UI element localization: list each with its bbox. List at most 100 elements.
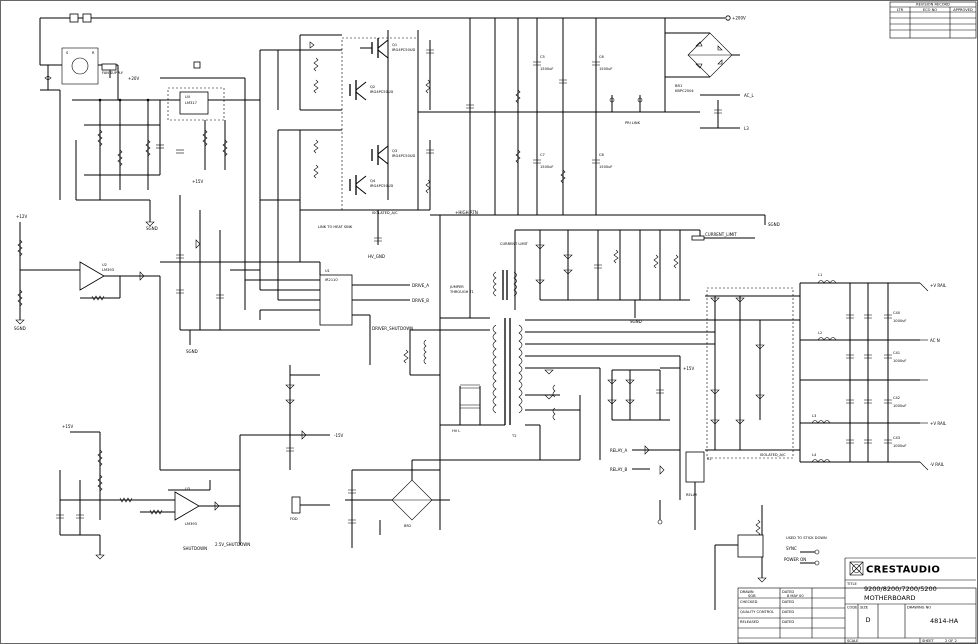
- revision-col-approved: APPROVED: [953, 8, 973, 12]
- c43-value: 1000uF: [893, 444, 907, 448]
- drawing-no-label: DRAWING NO: [907, 606, 931, 610]
- t2-ref: T2: [511, 434, 516, 438]
- size-label: SIZE: [860, 606, 869, 610]
- br1-part: KBPC2504: [675, 89, 694, 93]
- k1-relay: [685, 451, 705, 483]
- net-sgnd-4: SGND: [186, 349, 198, 354]
- net-link-to-hs: LINK TO HEAT SINK: [318, 225, 353, 229]
- k1-ref: K1: [707, 457, 712, 461]
- u1-driver-ic: U1 IR2110 DRIVE_A DRIVE_B DRIVER_SHUTDOW…: [176, 179, 429, 365]
- br1-ref: BR1: [675, 84, 682, 88]
- ac-input-section: S R FAN SUPPLY: [40, 47, 124, 120]
- q4-transistor: Q4 IRG4PC50UD: [349, 175, 394, 195]
- c40-ref: C40: [893, 311, 901, 315]
- br2-bridge-rectifier: BR2: [345, 459, 580, 538]
- net-sgnd-3: SGND: [14, 326, 26, 331]
- net-sgnd-2: SGND: [768, 222, 780, 227]
- drawing-no-value: 4814-HA: [930, 617, 959, 625]
- u4-part: LM317: [185, 101, 197, 105]
- svg-text:R: R: [92, 51, 95, 55]
- sheet-label: SHEET: [922, 639, 935, 643]
- c42-ref: C42: [893, 396, 900, 400]
- title-line-1: 9200/8200/7200/5200: [864, 585, 937, 593]
- c7-ref: C7: [540, 153, 545, 157]
- net-l3: L3: [744, 126, 749, 131]
- net-v15n: -15V: [334, 433, 344, 438]
- q2-part: IRG4PC50UD: [370, 90, 394, 94]
- u2-ref: U2: [102, 263, 107, 267]
- net-current-limit: CURRENT LIMIT: [500, 242, 529, 246]
- net-sgnd-1: SGND: [146, 226, 158, 231]
- c8-ref: C8: [599, 153, 605, 157]
- br1-bridge-rectifier: BR1 KBPC2504 AC_L L3: [609, 18, 754, 131]
- scale-label: SCALE: [847, 639, 859, 643]
- size-value: D: [865, 616, 870, 624]
- net-isolated-a: ISOLATED_A/C: [372, 211, 398, 215]
- net-hv-l: HV L: [452, 429, 460, 433]
- quality-label: QUALITY CONTROL: [740, 610, 774, 614]
- checked-label: CHECKED: [740, 600, 758, 604]
- k1-part: RELAY: [686, 493, 698, 497]
- l4-ref: L4: [812, 453, 817, 457]
- u3-ref: U3: [185, 487, 190, 491]
- u3-part: LM393: [185, 522, 197, 526]
- crest-logo: CRESTAUDIO: [849, 561, 940, 576]
- net-relay-b: RELAY_B: [610, 467, 627, 472]
- u2-opamp: [79, 261, 105, 291]
- net-fdd: FDD: [290, 517, 298, 521]
- net-v20: +20V: [128, 76, 139, 81]
- net-hv-rail-b: +V RAIL: [930, 421, 947, 426]
- sheet-value: 2 OF 2: [945, 639, 957, 643]
- svg-text:S: S: [66, 51, 69, 55]
- revision-title: REVISION RECORD: [916, 3, 950, 7]
- bulk-capacitor-bank: C5 1500uF C6 1500uF C7 1500uF C8 1500uF …: [418, 18, 780, 227]
- net-v15a: +15V: [192, 179, 203, 184]
- u1-ref: U1: [325, 269, 330, 273]
- net-sgnd-5: SGND: [630, 319, 642, 324]
- c8-value: 1500uF: [599, 165, 613, 169]
- net-ac-n: AC N: [930, 338, 940, 343]
- net-ac-l: AC_L: [744, 93, 754, 98]
- q1-ref: Q1: [392, 43, 397, 47]
- title-block: CRESTAUDIO TITLE 9200/8200/7200/5200 MOT…: [737, 557, 977, 644]
- c43-ref: C43: [893, 436, 900, 440]
- u4-box: [179, 91, 209, 115]
- top-hv-rail: +200V: [39, 13, 746, 65]
- igbt-lower-pair: Q3 IRG4PC50UD Q4 IRG4PC50UD HV_GND LINK …: [277, 129, 434, 259]
- q3-ref: Q3: [392, 149, 397, 153]
- revision-col-ltr: LTR: [897, 8, 904, 12]
- net-shutdown: SHUTDOWN: [183, 546, 207, 551]
- quality-dated-label: DATED: [782, 610, 794, 614]
- q1-transistor: Q1 IRG4PC50UD: [360, 38, 416, 59]
- q3-transistor: Q3 IRG4PC50UD: [371, 145, 416, 165]
- drawn-value: SGB: [748, 594, 756, 598]
- net-v15c: +15V: [62, 424, 73, 429]
- c41-value: 1000uF: [893, 359, 907, 363]
- logo-text: CRESTAUDIO: [866, 565, 940, 576]
- c7-value: 1500uF: [540, 165, 554, 169]
- dated-value: 8 MAY 00: [787, 594, 804, 598]
- net-relay-a: RELAY_A: [610, 448, 627, 453]
- net-v-neg-rail: -V RAIL: [930, 462, 945, 467]
- igbt-upper-pair: ISOLATED_A/C Q1 IRG4PC50UD Q2 IRG4PC50UD: [259, 30, 434, 215]
- net-sync: SYNC: [786, 546, 797, 551]
- net-driver-shutdown: DRIVER_SHUTDOWN: [372, 326, 413, 331]
- revision-block: REVISION RECORD LTR ECO NO APPROVED: [889, 1, 977, 39]
- u4-ref: U4: [185, 95, 191, 99]
- title-line-2: MOTHERBOARD: [864, 594, 916, 602]
- net-hv-rail-a: +V RAIL: [930, 283, 947, 288]
- c5-ref: C5: [540, 55, 545, 59]
- revision-col-eco: ECO NO: [923, 8, 937, 12]
- net-drive-a: DRIVE_A: [412, 283, 429, 288]
- net-power-on: POWER ON: [784, 557, 806, 562]
- q3-part: IRG4PC50UD: [392, 154, 416, 158]
- released-dated-label: DATED: [782, 620, 794, 624]
- c40-value: 1000uF: [893, 319, 907, 323]
- net-hv-rtn: +HIGH RTN: [455, 210, 478, 215]
- aux-regulator-section: U4 LM317 SGND +20V: [72, 61, 260, 231]
- net-used-to-stick: USED TO STICK DOWN: [786, 536, 827, 540]
- u2-part: LM393: [102, 268, 114, 272]
- c41-ref: C41: [893, 351, 900, 355]
- q4-part: IRG4PC50UD: [370, 184, 394, 188]
